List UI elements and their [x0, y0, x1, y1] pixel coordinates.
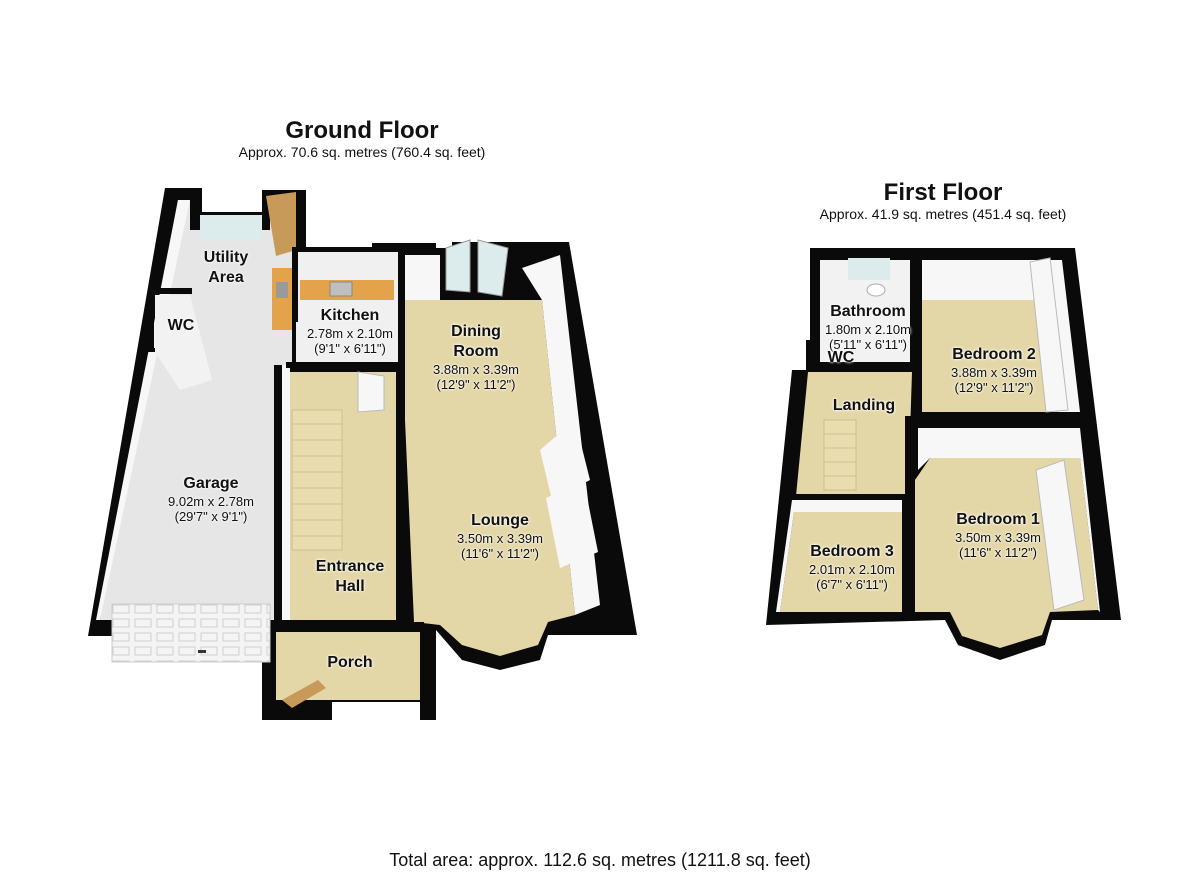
garage-door: [111, 603, 271, 663]
room-label-entrance-hall: Entrance Hall: [316, 557, 384, 597]
partition-hall-lounge: [398, 248, 405, 628]
room-label-dining: Dining Room 3.88m x 3.39m (12'9" x 11'2"…: [433, 322, 519, 392]
room-label-first-wc: WC: [828, 348, 855, 368]
kitchen-hob: [276, 282, 288, 298]
bedroom2-wardrobe: [1029, 257, 1069, 413]
porch-door: [282, 680, 326, 708]
dining-back-wall: [405, 255, 440, 300]
room-label-bedroom3: Bedroom 3 2.01m x 2.10m (6'7" x 6'11"): [809, 542, 895, 592]
ground-wc-floor: [155, 295, 212, 390]
bathroom-floor: [820, 260, 910, 362]
room-label-bathroom: Bathroom 1.80m x 2.10m (5'11" x 6'11"): [825, 302, 911, 352]
porch-floor: [276, 632, 420, 700]
room-dimensions-imperial: (12'9" x 11'2"): [954, 380, 1034, 395]
room-dimensions-metric: 3.50m x 3.39m: [457, 531, 543, 546]
room-name: Lounge: [471, 512, 529, 529]
room-dimensions-imperial: (11'6" x 11'2"): [958, 545, 1038, 560]
room-dimensions-imperial: (9'1" x 6'11"): [314, 341, 386, 356]
bedroom3-floor: [780, 512, 902, 612]
bedroom1-back-wall: [918, 428, 1100, 612]
staircase: [291, 409, 343, 551]
first-floor-stairs: [823, 419, 857, 491]
room-label-lounge: Lounge 3.50m x 3.39m (11'6" x 11'2"): [457, 511, 543, 561]
room-name: Utility: [203, 249, 249, 266]
ground-wc-box: [148, 288, 192, 352]
room-dimensions-imperial: (29'7" x 9'1"): [174, 509, 248, 524]
bedroom2-floor: [922, 300, 1058, 412]
hall-door: [357, 371, 385, 413]
hall-wall-face: [280, 365, 290, 620]
first-floor-heading: First Floor Approx. 41.9 sq. metres (451…: [819, 179, 1067, 223]
lounge-chimney: [540, 420, 590, 500]
partition-kitchen-utility: [292, 247, 298, 322]
room-label-garage: Garage 9.02m x 2.78m (29'7" x 9'1"): [168, 474, 254, 524]
room-dimensions-metric: 1.80m x 2.10m: [825, 322, 911, 337]
first-floor-area: Approx. 41.9 sq. metres (451.4 sq. feet): [819, 206, 1067, 222]
room-label-porch: Porch: [327, 653, 372, 673]
lounge-fireplace: [546, 482, 598, 568]
room-dimensions-imperial: (11'6" x 11'2"): [460, 546, 540, 561]
total-area: Total area: approx. 112.6 sq. metres (12…: [389, 850, 811, 870]
room-name: Dining: [451, 323, 501, 340]
room-name: Landing: [832, 397, 896, 414]
room-name: Bedroom 1: [956, 511, 1040, 528]
bedroom3-wall-face: [776, 500, 902, 612]
partition-garage-hall: [274, 365, 282, 630]
room-label-utility: Utility Area: [204, 248, 248, 288]
room-name: WC: [167, 317, 195, 334]
partition-hall-porch: [274, 622, 424, 630]
first-floor-title: First Floor: [883, 179, 1003, 206]
room-label-bedroom2: Bedroom 2 3.88m x 3.39m (12'9" x 11'2"): [951, 345, 1037, 395]
kitchen-side-worktop: [272, 268, 292, 330]
garage-floor: [100, 200, 292, 620]
garage-door-handle: [198, 650, 206, 653]
partition-kitchen-hall: [286, 362, 398, 368]
room-name: Bathroom: [830, 303, 906, 320]
room-name: Area: [208, 269, 244, 286]
room-dimensions-imperial: (6'7" x 6'11"): [816, 577, 888, 592]
room-dimensions-metric: 3.88m x 3.39m: [951, 365, 1037, 380]
bathroom-back-wall: [848, 258, 890, 280]
first-floor-plan: [766, 248, 1121, 660]
utility-back-wall: [200, 215, 262, 240]
ground-floor-title: Ground Floor: [285, 117, 439, 144]
dining-french-door-right: [477, 239, 509, 297]
bedroom1-wardrobe: [1035, 459, 1085, 611]
room-dimensions-metric: 3.88m x 3.39m: [433, 362, 519, 377]
room-name: Hall: [335, 578, 365, 595]
room-name: Garage: [183, 475, 239, 492]
room-name: Bedroom 2: [952, 346, 1036, 363]
room-dimensions-metric: 9.02m x 2.78m: [168, 494, 254, 509]
room-dimensions-metric: 3.50m x 3.39m: [955, 530, 1041, 545]
room-name: Kitchen: [320, 307, 380, 324]
dining-lounge-floor: [405, 300, 575, 656]
room-dimensions-metric: 2.78m x 2.10m: [307, 326, 393, 341]
room-label-ground-wc: WC: [168, 316, 195, 336]
ff-partition-bed2-bed1: [912, 416, 1082, 424]
ff-partition-bath-bed2: [912, 252, 920, 422]
room-label-kitchen: Kitchen 2.78m x 2.10m (9'1" x 6'11"): [307, 306, 393, 356]
room-name: Entrance: [315, 558, 385, 575]
ground-floor-area: Approx. 70.6 sq. metres (760.4 sq. feet): [238, 144, 486, 160]
kitchen-sink: [329, 281, 353, 297]
room-name: Bedroom 3: [810, 543, 894, 560]
ground-floor-plan: [88, 188, 637, 720]
ff-partition-bath-landing: [806, 362, 914, 368]
bathroom-basin: [866, 283, 886, 297]
ground-floor-heading: Ground Floor Approx. 70.6 sq. metres (76…: [238, 117, 486, 161]
utility-door: [266, 192, 296, 256]
room-dimensions-metric: 2.01m x 2.10m: [809, 562, 895, 577]
room-dimensions-imperial: (5'11" x 6'11"): [828, 337, 908, 352]
room-label-landing: Landing: [833, 396, 895, 416]
ff-partition-landing-bed1: [905, 416, 913, 616]
dining-french-door-left: [445, 239, 471, 293]
room-dimensions-imperial: (12'9" x 11'2"): [436, 377, 516, 392]
room-name: Porch: [327, 654, 373, 671]
room-label-bedroom1: Bedroom 1 3.50m x 3.39m (11'6" x 11'2"): [955, 510, 1041, 560]
room-name: Room: [453, 343, 499, 360]
room-name: WC: [827, 349, 855, 366]
ff-partition-landing-bed3: [790, 494, 908, 500]
